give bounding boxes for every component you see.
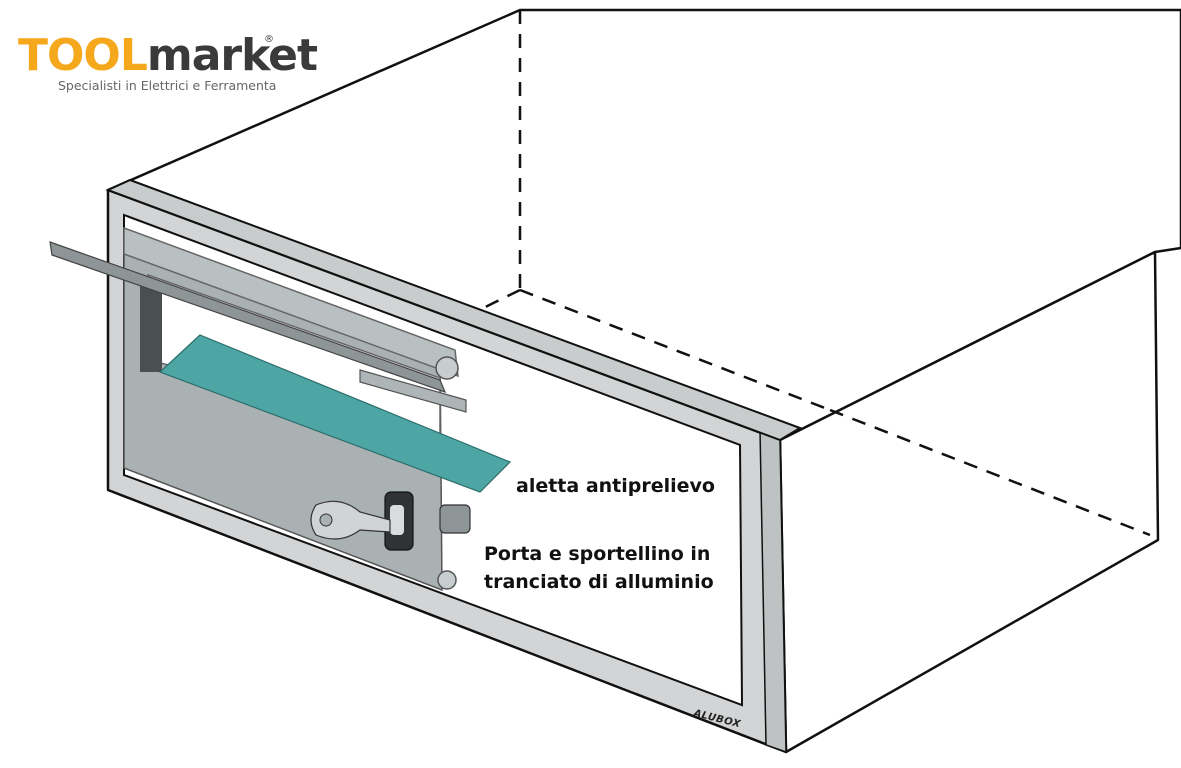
door-top-rail (123, 226, 459, 378)
front-frame-top-edge (105, 178, 803, 442)
logo-word-market: market (146, 30, 318, 81)
logo-wordmark: TOOLmarket (18, 30, 318, 82)
logo-registered-mark: ® (264, 34, 274, 45)
lower-rail (359, 369, 467, 413)
lock-barrel (390, 505, 404, 535)
door-bar (140, 282, 162, 372)
hidden-edge-back (519, 288, 831, 412)
anti-theft-flap (158, 334, 512, 493)
label-aletta-antiprelievo: aletta antiprelievo (516, 475, 715, 497)
logo-tagline: Specialisti in Elettrici e Ferramenta (58, 78, 277, 93)
sliding-strip (49, 241, 447, 394)
toolmarket-logo: TOOLmarket ® Specialisti in Elettrici e … (18, 30, 318, 100)
hidden-edge-left (474, 288, 521, 314)
label-porta-line2: tranciato di alluminio (484, 571, 714, 593)
hidden-edge-bottom (829, 408, 1151, 537)
key-hole (319, 513, 333, 527)
door-rail-end (435, 356, 459, 380)
lower-rail-end (437, 570, 457, 590)
label-porta-line1: Porta e sportellino in (484, 543, 711, 565)
key-icon (310, 500, 391, 540)
logo-word-tool: TOOL (18, 30, 148, 81)
label-porta-sportellino: Porta e sportellino in tranciato di allu… (484, 540, 714, 596)
lock-cylinder (439, 504, 471, 534)
